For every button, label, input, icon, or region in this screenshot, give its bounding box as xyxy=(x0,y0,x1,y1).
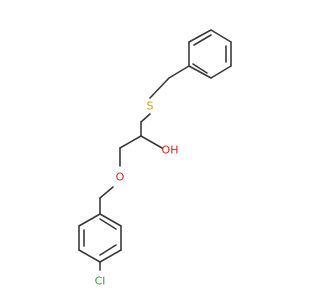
bond xyxy=(140,113,151,123)
bond xyxy=(78,213,101,227)
bond xyxy=(210,65,232,79)
bond xyxy=(149,77,170,99)
bond xyxy=(99,218,117,230)
bond xyxy=(188,29,212,43)
bond xyxy=(193,34,212,46)
bond xyxy=(99,186,114,199)
chlorophenyl-ring xyxy=(78,213,122,271)
atom-label-ether-oxygen: O xyxy=(116,171,125,184)
bond xyxy=(210,29,232,43)
chain xyxy=(99,65,190,215)
bond xyxy=(168,65,190,79)
bond xyxy=(140,135,163,149)
bond xyxy=(99,213,122,227)
molecule-structure: S OH O Cl xyxy=(78,29,232,288)
atom-label-hydroxyl: OH xyxy=(162,144,179,157)
bond xyxy=(99,249,122,263)
benzyl-ring xyxy=(188,29,232,79)
atom-label-sulfur: S xyxy=(147,100,154,113)
bond xyxy=(119,135,142,149)
bond xyxy=(188,65,212,79)
bond xyxy=(99,244,117,256)
bond xyxy=(192,63,208,74)
atom-label-chlorine: Cl xyxy=(95,275,106,288)
bond xyxy=(78,249,101,263)
